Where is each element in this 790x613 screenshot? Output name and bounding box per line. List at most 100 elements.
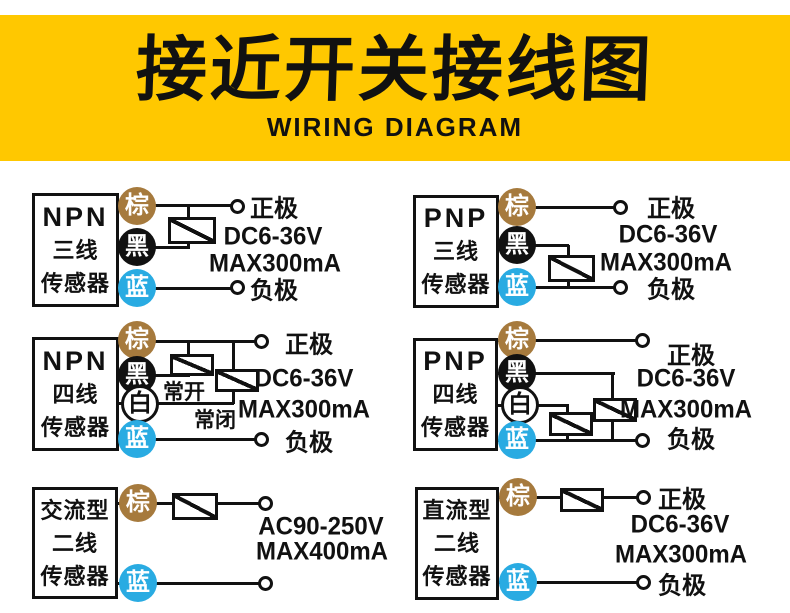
sensor-box-line1: 交流型	[40, 497, 110, 523]
wire-badge-black: 黑	[498, 226, 536, 264]
wire-line-brown	[113, 204, 237, 207]
label-current: MAX300mA	[599, 248, 733, 277]
label-current: MAX300mA	[614, 540, 748, 569]
sensor-box-line2: 四线	[52, 381, 99, 407]
wire-badge-blue: 蓝	[498, 421, 536, 459]
sensor-box-npn3: NPN 三线 传感器	[32, 193, 119, 307]
load-symbol-white	[549, 412, 593, 436]
wire-line-blue	[493, 286, 620, 289]
label-negative: 负极	[250, 277, 298, 305]
sensor-box-line2: 二线	[433, 531, 480, 556]
wire-badge-white: 白	[121, 385, 159, 423]
wire-badge-blue: 蓝	[118, 420, 156, 458]
wire-badge-blue: 蓝	[119, 564, 157, 602]
sensor-box-ac2: 交流型 二线 传感器	[32, 487, 118, 599]
terminal-dot-negative	[636, 575, 651, 590]
wire-badge-blue: 蓝	[498, 268, 536, 306]
label-positive: 正极	[285, 331, 333, 359]
label-negative: 负极	[647, 276, 695, 304]
sensor-box-line2: 三线	[52, 237, 99, 263]
load-symbol	[168, 217, 216, 244]
wire-badge-white: 白	[501, 386, 539, 424]
sensor-box-dc2: 直流型 二线 传感器	[415, 487, 499, 600]
label-negative: 负极	[667, 426, 715, 454]
sensor-box-line2: 三线	[432, 239, 479, 264]
sensor-box-npn4: NPN 四线 传感器	[32, 337, 119, 451]
terminal-dot-negative	[635, 433, 650, 448]
label-positive: 正极	[658, 486, 706, 514]
wire-line-blue	[113, 287, 237, 290]
load-symbol	[172, 493, 218, 520]
wire-badge-brown: 棕	[118, 321, 156, 359]
label-current: MAX400mA	[255, 537, 389, 566]
wire-badge-brown: 棕	[498, 188, 536, 226]
sensor-box-line3: 传感器	[40, 414, 110, 440]
label-normally-closed: 常闭	[194, 409, 236, 432]
label-negative: 负极	[285, 429, 333, 457]
sensor-box-line3: 传感器	[422, 564, 492, 589]
load-symbol-no	[170, 354, 214, 376]
label-positive: 正极	[250, 195, 298, 223]
wire-line-brown	[493, 206, 620, 209]
load-symbol-nc	[215, 369, 259, 392]
sensor-box-pnp3: PNP 三线 传感器	[413, 195, 499, 308]
terminal-dot-negative	[254, 432, 269, 447]
terminal-dot-top	[258, 496, 273, 511]
sensor-box-line3: 传感器	[40, 270, 110, 296]
sensor-box-line1: NPN	[42, 201, 109, 232]
page-subtitle: WIRING DIAGRAM	[266, 112, 524, 142]
load-symbol	[560, 488, 604, 512]
load-symbol	[548, 255, 595, 282]
sensor-box-line1: 直流型	[422, 498, 492, 523]
sensor-box-line2: 二线	[51, 530, 98, 556]
load-symbol-black	[593, 398, 637, 422]
wire-badge-black: 黑	[498, 354, 536, 392]
label-positive: 正极	[667, 342, 715, 370]
terminal-dot-positive	[635, 333, 650, 348]
label-voltage: DC6-36V	[636, 364, 736, 393]
terminal-dot-negative	[613, 280, 628, 295]
terminal-dot-positive	[254, 334, 269, 349]
label-normally-open: 常开	[163, 381, 205, 404]
terminal-dot-bottom	[258, 576, 273, 591]
wire-badge-brown: 棕	[499, 478, 537, 516]
wire-badge-brown: 棕	[118, 187, 156, 225]
terminal-dot-positive	[613, 200, 628, 215]
sensor-box-line1: PNP	[423, 346, 488, 376]
terminal-dot-positive	[636, 490, 651, 505]
sensor-box-line1: PNP	[423, 203, 489, 233]
sensor-box-line2: 四线	[432, 382, 479, 407]
header-banner: 接近开关接线图 WIRING DIAGRAM	[0, 15, 790, 161]
wire-line-blue	[112, 582, 265, 585]
wire-badge-brown: 棕	[498, 321, 536, 359]
sensor-box-line3: 传感器	[420, 415, 490, 440]
wire-line-brown	[492, 339, 642, 342]
sensor-box-line3: 传感器	[40, 563, 110, 589]
sensor-box-line1: NPN	[42, 345, 109, 376]
wire-line-blue	[113, 438, 261, 441]
label-voltage: DC6-36V	[223, 222, 323, 251]
wire-badge-brown: 棕	[119, 484, 157, 522]
wire-badge-black: 黑	[118, 228, 156, 266]
label-negative: 负极	[658, 572, 706, 600]
wire-line-white	[113, 402, 234, 405]
label-current: MAX300mA	[237, 395, 371, 424]
sensor-box-pnp4: PNP 四线 传感器	[413, 338, 498, 451]
wire-badge-blue: 蓝	[499, 563, 537, 601]
label-current: MAX300mA	[619, 395, 753, 424]
label-voltage: AC90-250V	[258, 512, 384, 541]
terminal-dot-negative	[230, 280, 245, 295]
label-positive: 正极	[647, 195, 695, 223]
wire-line-black	[492, 372, 615, 375]
sensor-box-line3: 传感器	[421, 272, 491, 297]
wire-badge-blue: 蓝	[118, 269, 156, 307]
wire-line-blue	[493, 581, 643, 584]
terminal-dot-positive	[230, 199, 245, 214]
